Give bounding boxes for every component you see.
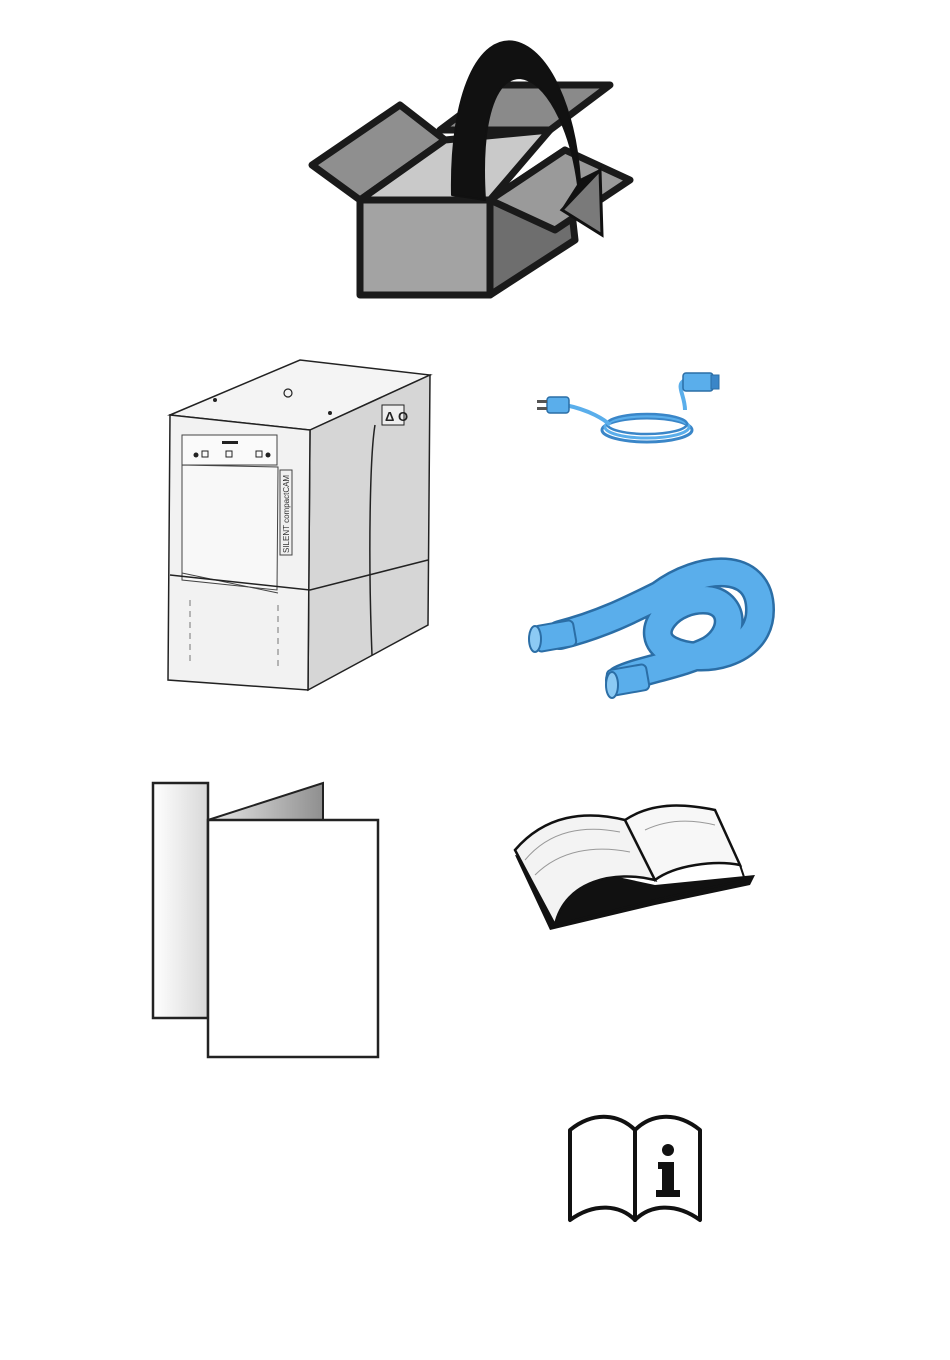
power-cord-icon	[535, 365, 725, 465]
suction-unit-illustration: SILENT compactCAM Δ O	[160, 355, 440, 695]
unpack-icon	[300, 30, 640, 305]
folded-leaflet-icon	[148, 775, 388, 1065]
warning-symbols: Δ O	[385, 409, 408, 424]
suction-hose-icon	[520, 555, 780, 705]
read-instructions-icon	[560, 1110, 710, 1225]
device-brand-label: SILENT compactCAM	[282, 475, 291, 553]
open-book-icon	[505, 800, 760, 940]
